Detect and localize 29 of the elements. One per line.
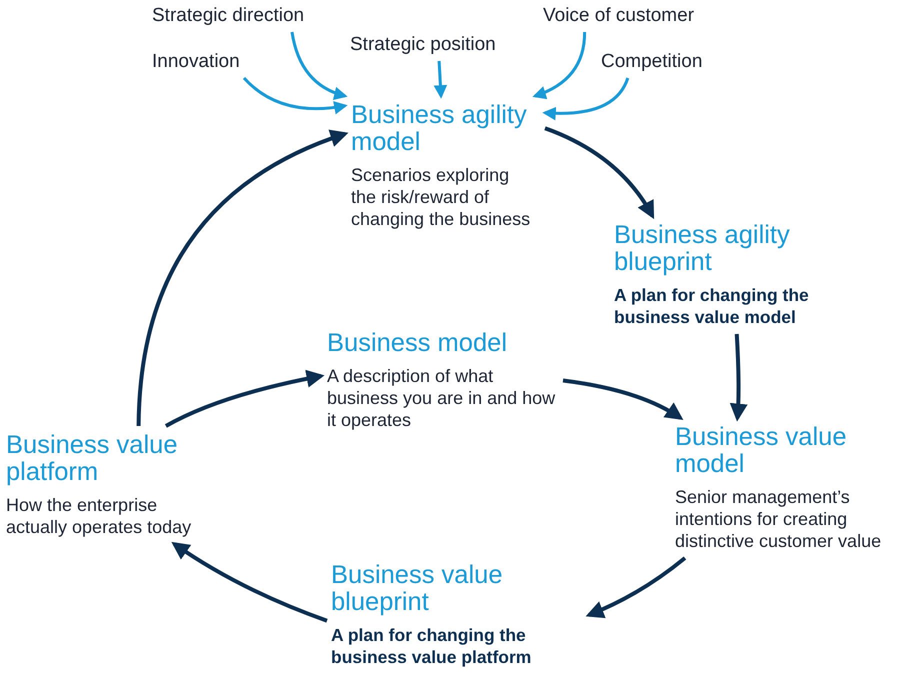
input-label: Voice of customer (543, 4, 694, 28)
node-description: Scenarios exploring the risk/reward of changing the business (351, 164, 532, 230)
curved-arrow (434, 60, 448, 99)
node-description: Senior management’s intentions for creating distinctive customer value (675, 486, 882, 552)
curved-arrow (532, 32, 586, 99)
curved-arrow (542, 77, 630, 120)
node-title: Business agility blueprint (614, 222, 791, 276)
node-title: Business model (327, 330, 508, 357)
node-description: How the enterprise actually operates today (6, 494, 192, 538)
input-label: Competition (601, 50, 702, 74)
node-title: Business value blueprint (331, 562, 504, 616)
node-title: Business value platform (6, 432, 179, 486)
node-description: A plan for changing the business value model (614, 284, 810, 328)
curved-arrow (136, 130, 348, 426)
curved-arrow (586, 556, 686, 618)
input-label: Strategic position (350, 33, 496, 57)
input-label: Innovation (152, 50, 240, 74)
node-title: Business agility model (351, 102, 528, 156)
curved-arrow (730, 334, 748, 422)
node-description: A description of what business you are in and how it operates (327, 365, 556, 431)
input-label: Strategic direction (152, 4, 304, 28)
curved-arrow (171, 542, 328, 623)
curved-arrow (544, 126, 654, 220)
curved-arrow (562, 378, 684, 420)
curved-arrow (290, 32, 348, 100)
curved-arrow (242, 76, 348, 114)
node-title: Business value model (675, 424, 848, 478)
node-description: A plan for changing the business value platform (331, 624, 532, 668)
curved-arrow (164, 370, 325, 428)
